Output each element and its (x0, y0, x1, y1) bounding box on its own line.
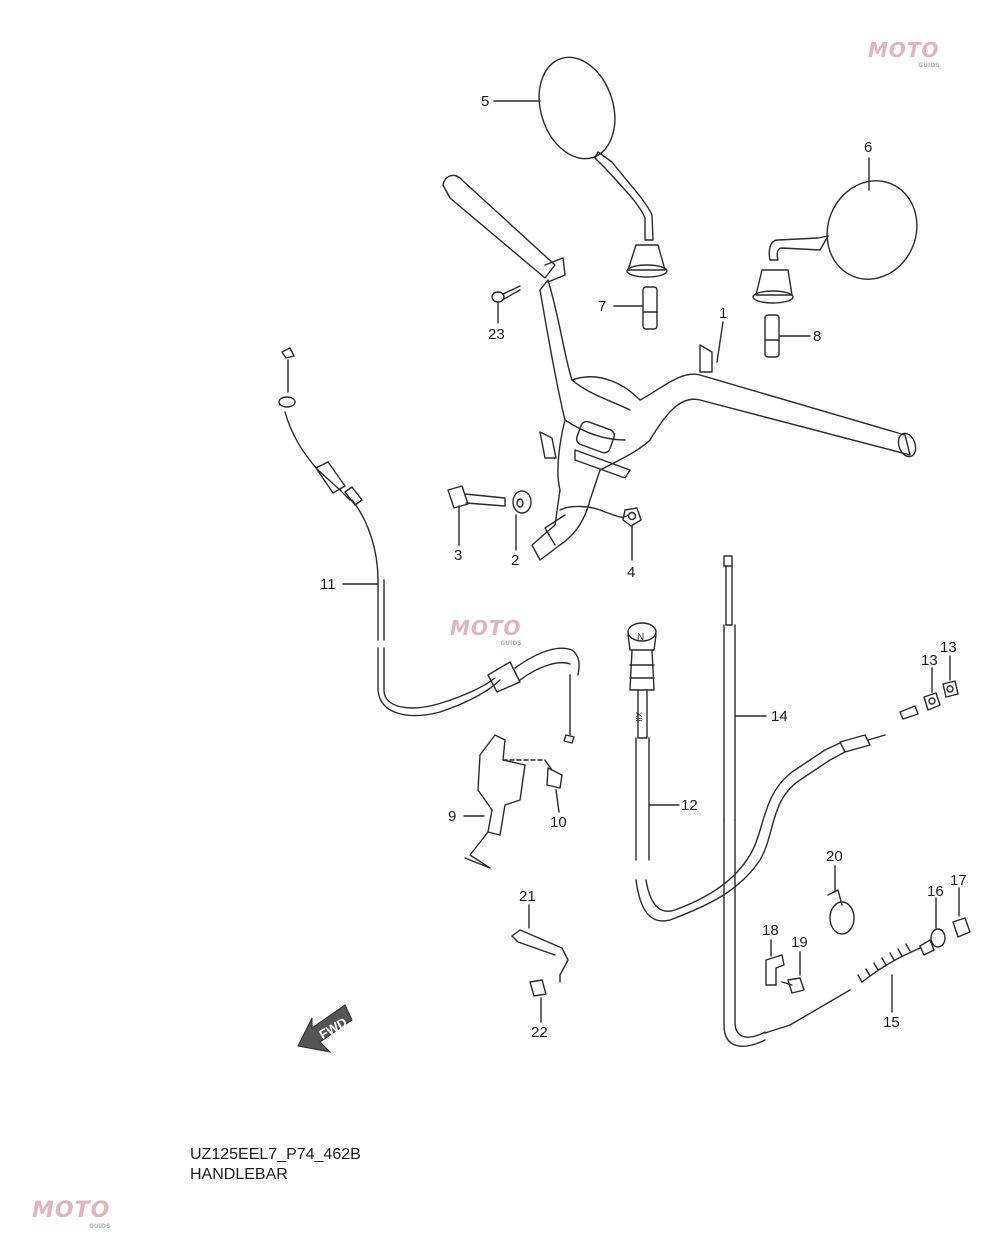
spacer-7-part (642, 286, 658, 330)
callout-20: 20 (826, 848, 843, 865)
cable-mark: XII (634, 712, 643, 722)
bolt-10-part (544, 759, 563, 789)
callout-11: 11 (320, 576, 336, 593)
bracket-18-part (765, 954, 785, 986)
callout-15: 15 (883, 1014, 900, 1031)
callout-14: 14 (771, 708, 788, 725)
diagram-code: UZ125EEL7_P74_462B (190, 1146, 361, 1163)
bolt-3-part (447, 485, 506, 509)
throttle-cable-11-part (278, 347, 580, 744)
brake-cable-14-part (723, 555, 766, 1047)
callout-3: 3 (454, 547, 462, 564)
mirror-left-part (538, 56, 668, 278)
callout-23: 23 (488, 326, 505, 343)
callout-22: 22 (531, 1024, 548, 1041)
clip-21-part (511, 929, 569, 983)
callout-5: 5 (481, 93, 489, 110)
mirror-right-part (752, 180, 918, 304)
callout-19: 19 (791, 934, 808, 951)
bolt-22-part (529, 979, 547, 997)
nut-17-part (952, 917, 971, 938)
fwd-arrow-icon: FWD (297, 1004, 353, 1053)
callout-12: 12 (681, 797, 698, 814)
washer-2-part (512, 490, 532, 514)
bolt-19-part (781, 977, 805, 994)
callout-10: 10 (550, 814, 567, 831)
callout-18: 18 (762, 922, 779, 939)
callout-21: 21 (519, 888, 536, 905)
screw-23-part (491, 285, 521, 303)
throttle-mark: N (637, 632, 644, 643)
diagram-title: HANDLEBAR (190, 1166, 288, 1183)
nut-13a-part (923, 692, 941, 711)
callout-2: 2 (511, 552, 519, 569)
throttle-cable-12-part (627, 622, 657, 861)
callout-8: 8 (813, 328, 821, 345)
callout-4: 4 (627, 564, 635, 581)
callout-9: 9 (448, 808, 456, 825)
nut-4-part (622, 507, 642, 527)
callout-6: 6 (864, 139, 872, 156)
brake-rod-15-part (635, 705, 935, 1034)
spacer-8-part (764, 314, 780, 358)
handlebar-part (442, 174, 917, 561)
leader-lines (342, 100, 960, 1023)
callout-17: 17 (950, 872, 967, 889)
callout-13a: 13 (921, 652, 938, 669)
pin-16-part (930, 928, 946, 948)
callout-1: 1 (719, 305, 727, 322)
bracket-9-part (464, 734, 546, 869)
callout-7: 7 (598, 298, 606, 315)
nut-13b-part (942, 680, 959, 698)
callout-13b: 13 (940, 639, 957, 656)
clamp-20-part (827, 889, 855, 935)
callout-16: 16 (927, 883, 944, 900)
